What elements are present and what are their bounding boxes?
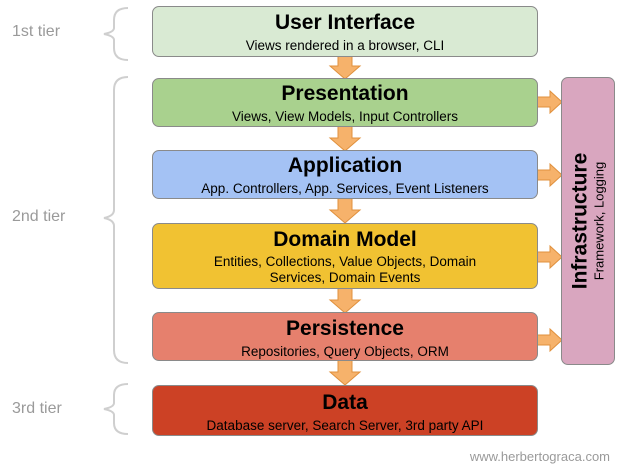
layer-title: Data bbox=[322, 391, 368, 414]
tier-1-bracket bbox=[103, 7, 129, 61]
layer-subtitle: Views, View Models, Input Controllers bbox=[231, 109, 459, 124]
tier-3-bracket bbox=[103, 383, 129, 435]
infrastructure-label: Infrastructure Framework, Logging bbox=[568, 152, 607, 290]
tier-label-3: 3rd tier bbox=[12, 400, 62, 417]
infrastructure-box: Infrastructure Framework, Logging bbox=[561, 77, 615, 365]
layer-persistence: Persistence Repositories, Query Objects,… bbox=[152, 312, 538, 361]
layer-presentation: Presentation Views, View Models, Input C… bbox=[152, 78, 538, 127]
layer-data: Data Database server, Search Server, 3rd… bbox=[152, 385, 538, 436]
layer-domain-model: Domain Model Entities, Collections, Valu… bbox=[152, 223, 538, 289]
layer-subtitle: App. Controllers, App. Services, Event L… bbox=[201, 181, 489, 196]
layer-title: Persistence bbox=[286, 317, 404, 340]
arrow-domain-to-persistence bbox=[328, 287, 362, 314]
tier-label-2: 2nd tier bbox=[12, 208, 66, 225]
layer-subtitle: Entities, Collections, Value Objects, Do… bbox=[213, 254, 477, 285]
layer-user-interface: User Interface Views rendered in a brows… bbox=[152, 6, 538, 57]
layer-application: Application App. Controllers, App. Servi… bbox=[152, 150, 538, 199]
layer-subtitle: Views rendered in a browser, CLI bbox=[245, 38, 445, 53]
layer-title: Domain Model bbox=[273, 228, 417, 251]
layer-title: User Interface bbox=[274, 11, 416, 34]
tier-2-bracket bbox=[103, 76, 129, 364]
infrastructure-subtitle: Framework, Logging bbox=[591, 161, 607, 281]
layer-title: Application bbox=[287, 154, 403, 177]
layer-subtitle: Repositories, Query Objects, ORM bbox=[241, 344, 449, 359]
layer-subtitle: Database server, Search Server, 3rd part… bbox=[206, 418, 484, 433]
tier-label-1: 1st tier bbox=[12, 23, 61, 40]
layer-title: Presentation bbox=[281, 82, 409, 105]
infrastructure-title: Infrastructure bbox=[568, 152, 592, 290]
credit-text: www.herbertograca.com bbox=[469, 449, 610, 464]
arrow-persistence-to-data bbox=[328, 359, 362, 386]
arrow-ui-to-presentation bbox=[328, 55, 362, 80]
arrow-application-to-domain bbox=[328, 197, 362, 224]
arrow-presentation-to-application bbox=[328, 125, 362, 152]
